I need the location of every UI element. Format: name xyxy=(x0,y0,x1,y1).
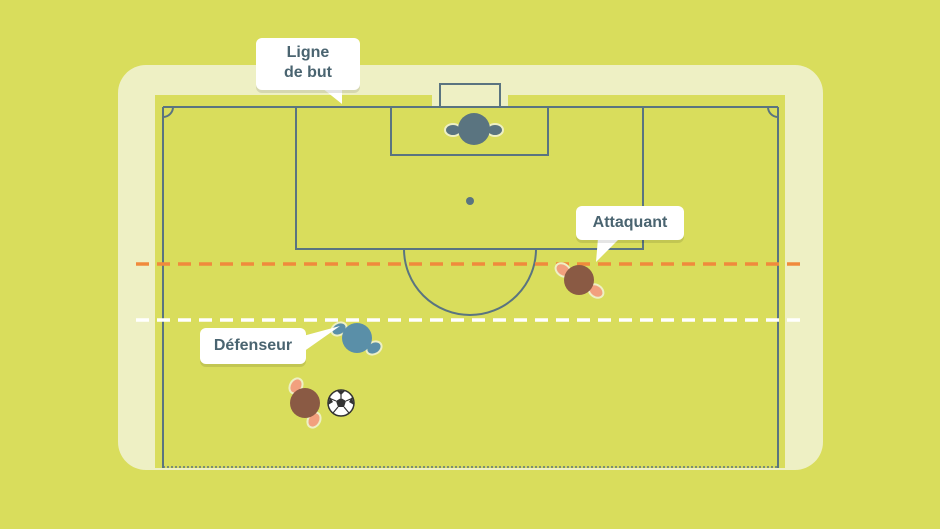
defender-callout: Défenseur xyxy=(200,328,306,364)
attacker-callout: Attaquant xyxy=(576,206,684,240)
corner-arc-right xyxy=(767,106,779,118)
goal xyxy=(432,76,508,107)
defender-label: Défenseur xyxy=(213,337,293,354)
penalty-arc xyxy=(403,248,537,316)
defender-callout-tail xyxy=(303,326,340,352)
goal-line-label-line1: Ligne xyxy=(286,44,330,61)
attacker-label: Attaquant xyxy=(592,214,668,231)
goal-line-label-line2: de but xyxy=(284,64,332,81)
penalty-spot xyxy=(466,197,474,205)
pitch-surface xyxy=(155,95,785,468)
attacker-callout-tail xyxy=(596,238,620,262)
attacker-icon xyxy=(554,262,605,299)
goal-line-callout: Ligne de but xyxy=(256,38,360,90)
corner-arc-left xyxy=(162,106,174,118)
defender-icon xyxy=(330,321,383,356)
soccer-ball-icon xyxy=(327,389,355,417)
goal-area xyxy=(390,106,549,156)
goalkeeper-icon xyxy=(444,113,504,145)
ball-carrier-icon xyxy=(288,377,322,429)
goal-line-callout-tail xyxy=(322,88,342,104)
